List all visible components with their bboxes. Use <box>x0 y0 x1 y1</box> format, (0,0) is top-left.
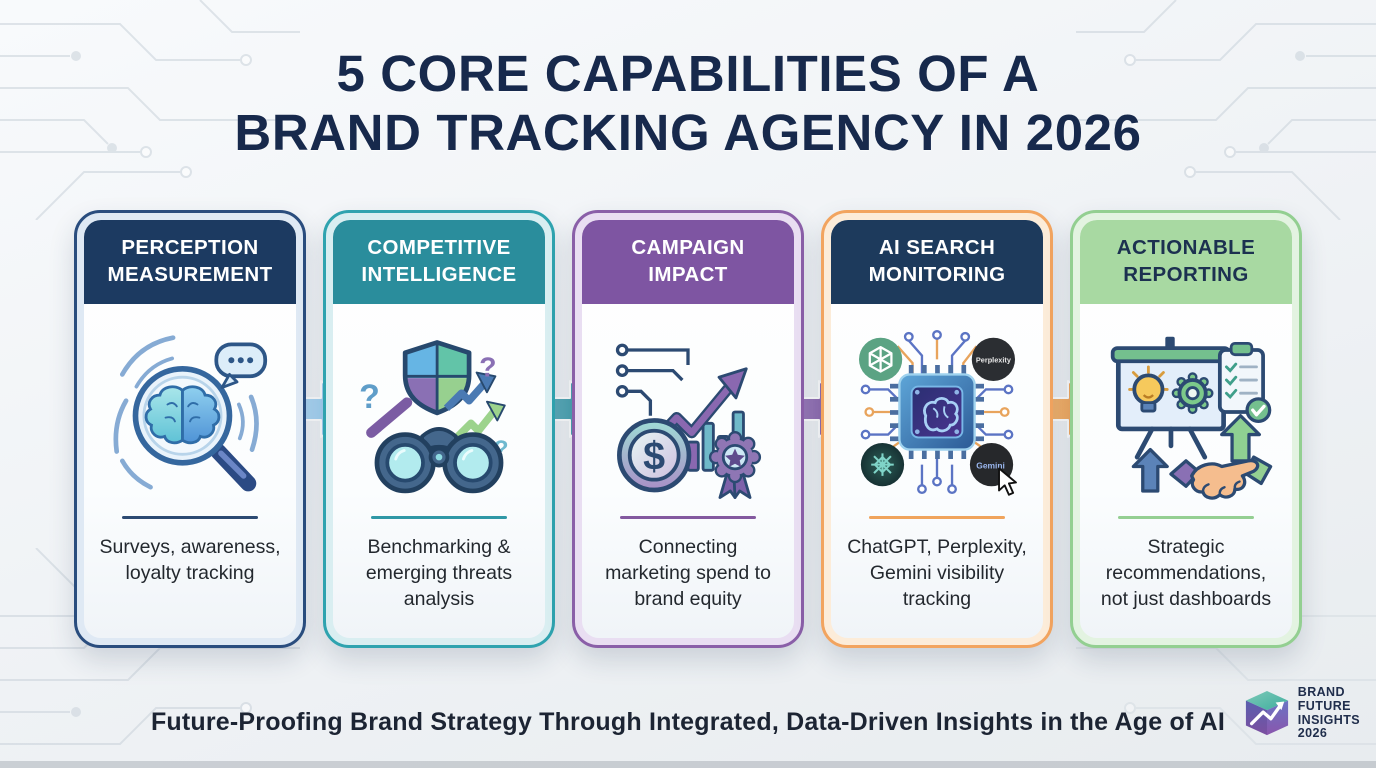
logo-line: FUTURE <box>1297 698 1351 713</box>
perplexity-logo-icon: Perplexity <box>971 337 1016 381</box>
card-divider <box>122 516 258 519</box>
svg-text:Perplexity: Perplexity <box>976 356 1012 365</box>
logo-line: INSIGHTS <box>1297 712 1360 727</box>
logo-line: 2026 <box>1297 726 1328 741</box>
card-caption: Strategic recommendations, not just dash… <box>1100 536 1272 610</box>
card-divider <box>620 516 756 519</box>
card-title-line2: REPORTING <box>1123 263 1249 286</box>
card-caption: Connecting marketing spend to brand equi… <box>605 536 771 610</box>
blue-up-arrow-icon <box>1131 447 1169 493</box>
award-ribbon-icon <box>708 431 762 499</box>
card-title-line2: IMPACT <box>648 263 728 286</box>
card-perception-measurement: PERCEPTION MEASUREMENT <box>74 210 306 648</box>
handshake-icon <box>1169 455 1273 500</box>
brand-future-insights-logo: BRAND FUTURE INSIGHTS 2026 <box>1244 685 1360 741</box>
card-title-line2: MEASUREMENT <box>107 263 273 286</box>
svg-text:?: ? <box>359 378 380 416</box>
abstract-ai-logo-icon <box>860 443 905 487</box>
logo-line: BRAND <box>1297 685 1345 699</box>
cube-logo-icon <box>1245 690 1288 735</box>
footer-tagline: Future-Proofing Brand Strategy Through I… <box>150 708 1226 736</box>
cursor-icon <box>998 467 1017 496</box>
card-title-line1: AI SEARCH <box>878 236 996 260</box>
card-header: ACTIONABLE REPORTING <box>1080 220 1292 304</box>
svg-text:?: ? <box>479 350 496 382</box>
card-divider <box>869 516 1005 519</box>
logo-wordmark: BRAND FUTURE INSIGHTS 2026 <box>1297 685 1360 741</box>
coin-chart-award-icon: $ <box>594 310 782 514</box>
card-ai-search-monitoring: AI SEARCH MONITORING <box>821 210 1053 648</box>
clipboard-icon <box>1217 341 1272 424</box>
card-title-line1: PERCEPTION <box>121 236 259 260</box>
brain-magnifier-icon <box>96 310 284 514</box>
card-header: PERCEPTION MEASUREMENT <box>84 220 296 304</box>
card-title-line1: ACTIONABLE <box>1116 236 1256 260</box>
binoculars-shield-icon: ? <box>345 310 533 514</box>
presentation-handshake-icon <box>1092 310 1280 514</box>
bottom-edge-strip <box>0 761 1376 768</box>
page-title: 5 CORE CAPABILITIES OF A BRAND TRACKING … <box>0 44 1376 162</box>
card-title-line2: MONITORING <box>868 263 1006 286</box>
page-title-line2: BRAND TRACKING AGENCY IN 2026 <box>234 104 1142 162</box>
card-caption: ChatGPT, Perplexity, Gemini visibility t… <box>847 536 1027 610</box>
lightbulb-icon <box>1128 365 1169 413</box>
speech-bubble-icon <box>214 342 268 389</box>
card-campaign-impact: CAMPAIGN IMPACT <box>572 210 804 648</box>
card-title-line1: CAMPAIGN <box>631 236 745 260</box>
card-divider <box>371 516 507 519</box>
card-header: AI SEARCH MONITORING <box>831 220 1043 304</box>
card-header: COMPETITIVE INTELLIGENCE <box>333 220 545 304</box>
svg-text:Gemini: Gemini <box>976 460 1005 470</box>
card-caption: Benchmarking & emerging threats analysis <box>365 536 513 610</box>
card-divider <box>1118 516 1254 519</box>
card-title-line1: COMPETITIVE <box>367 236 511 260</box>
ai-chip-icon: Perplexity Gemini <box>843 310 1031 514</box>
svg-text:$: $ <box>643 434 665 478</box>
green-up-arrow-icon <box>1220 414 1261 463</box>
card-competitive-intelligence: COMPETITIVE INTELLIGENCE ? <box>323 210 555 648</box>
card-header: CAMPAIGN IMPACT <box>582 220 794 304</box>
openai-logo-icon <box>858 337 903 381</box>
page-title-line1: 5 CORE CAPABILITIES OF A <box>336 45 1040 102</box>
capabilities-row: PERCEPTION MEASUREMENT <box>74 210 1302 648</box>
card-caption: Surveys, awareness, loyalty tracking <box>99 536 281 584</box>
card-title-line2: INTELLIGENCE <box>361 263 517 286</box>
gear-icon <box>1171 372 1214 415</box>
card-actionable-reporting: ACTIONABLE REPORTING <box>1070 210 1302 648</box>
